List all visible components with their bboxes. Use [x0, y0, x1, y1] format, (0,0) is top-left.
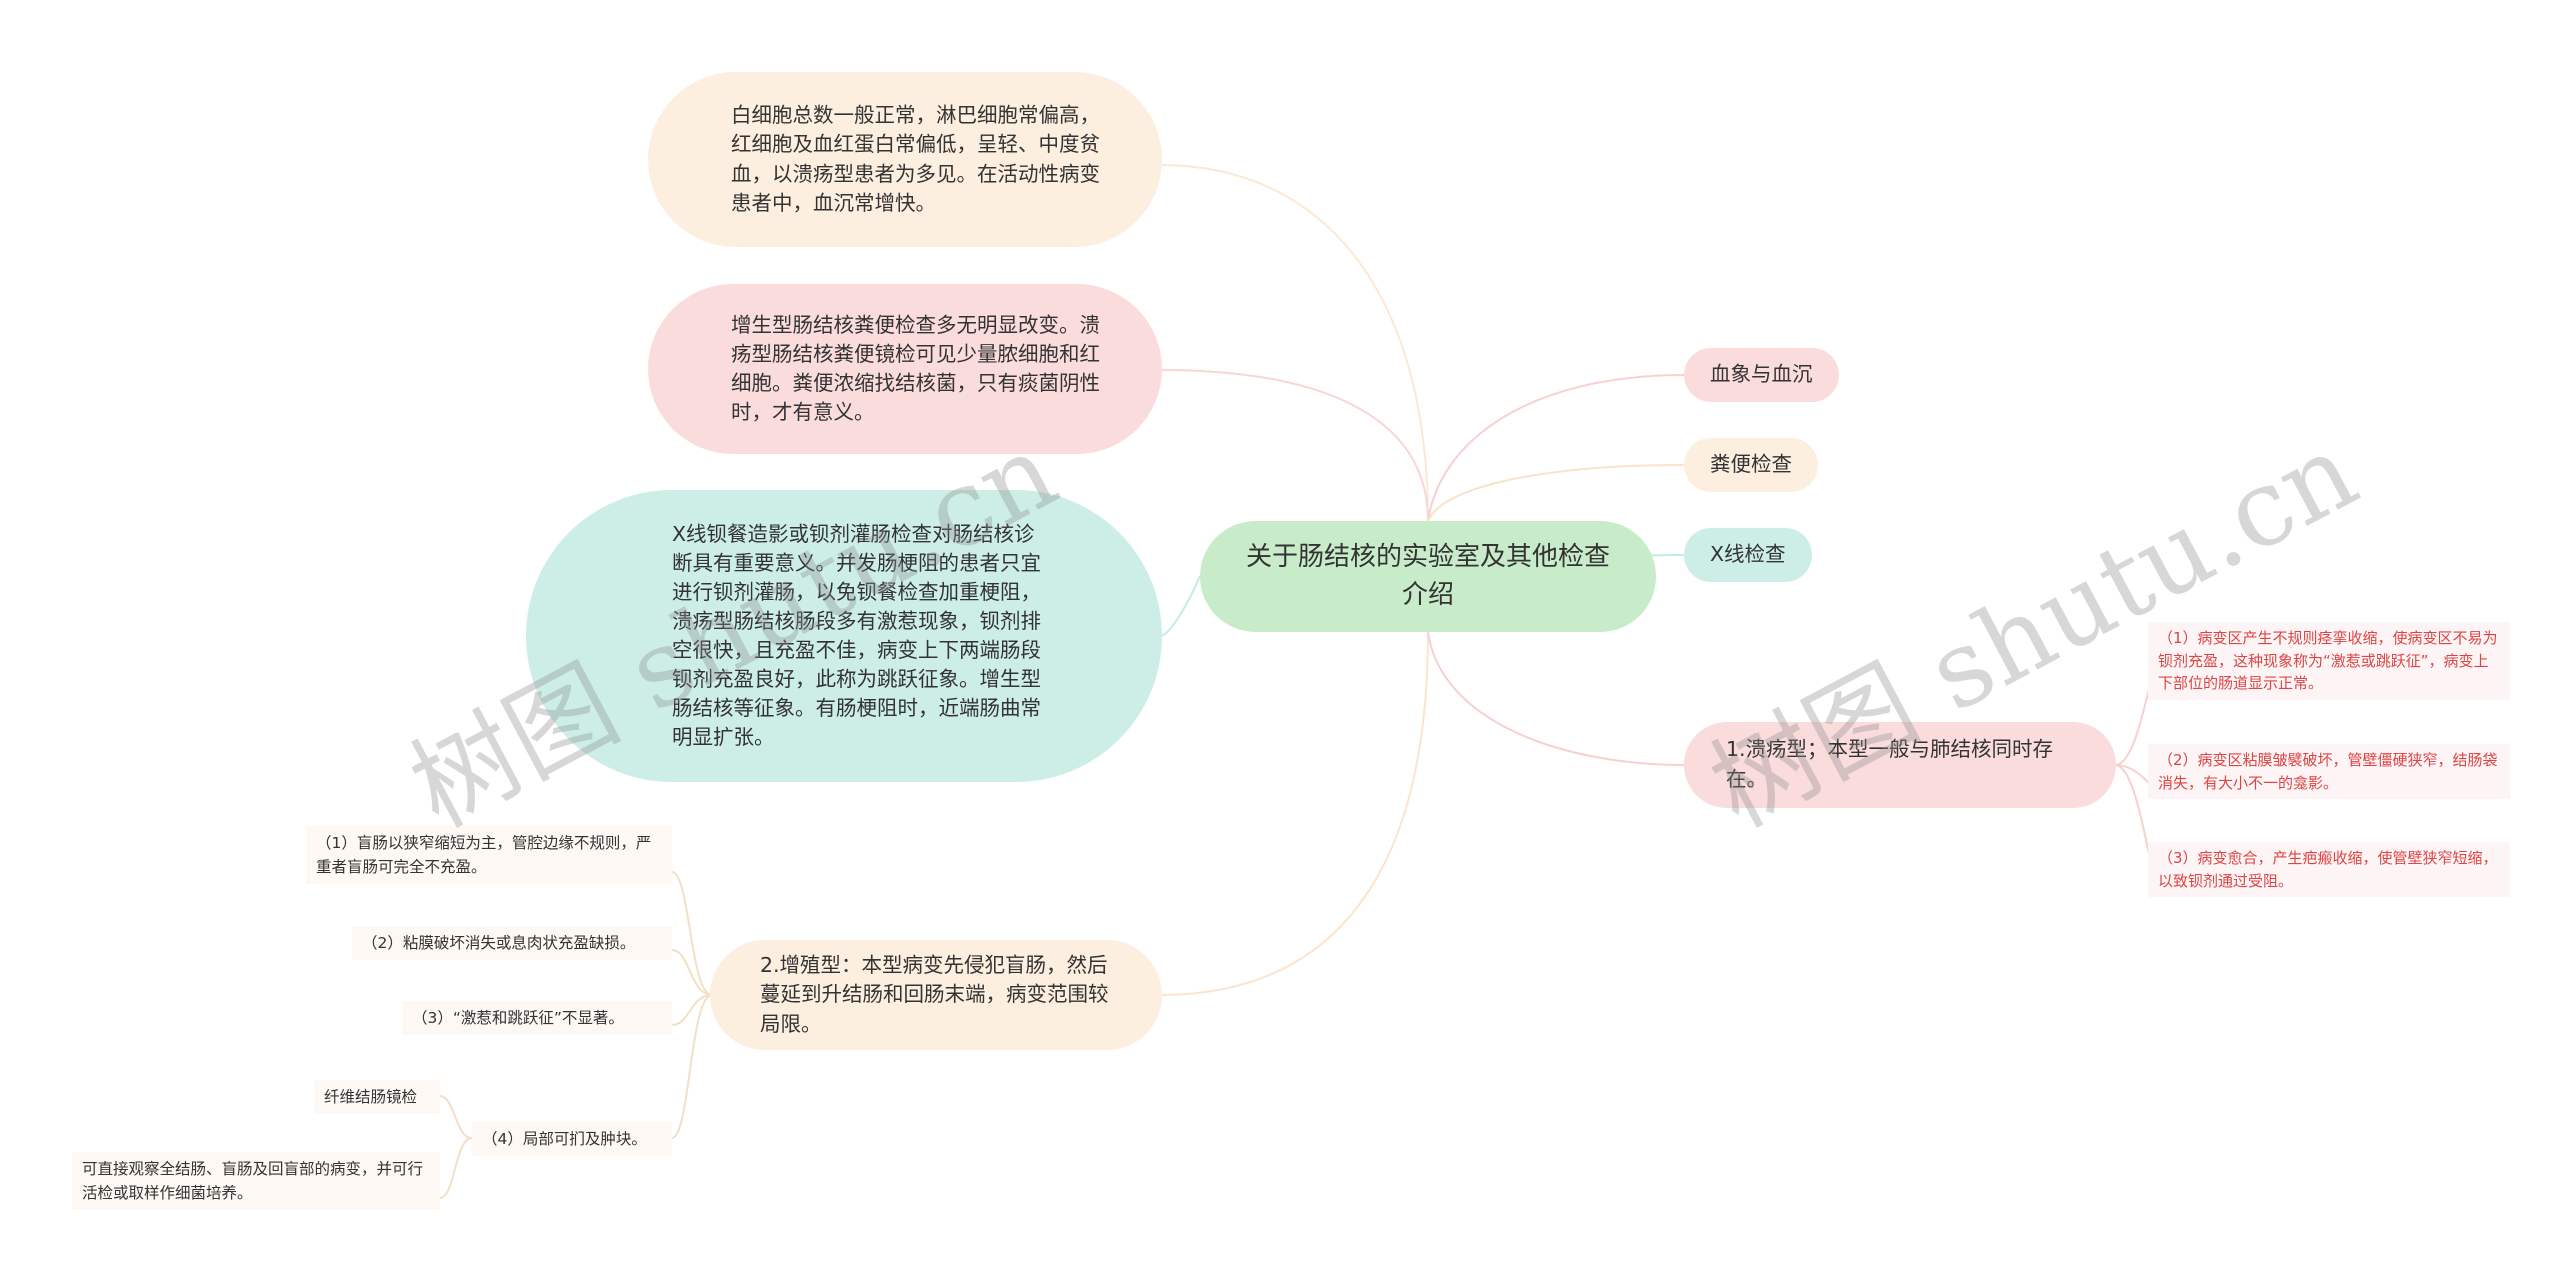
hyper-detail-4-text: （4）局部可扪及肿块。	[482, 1130, 647, 1148]
endoscopy-text-body: 可直接观察全结肠、盲肠及回盲部的病变，并可行活检或取样作细菌培养。	[82, 1160, 424, 1203]
hyper-detail-2-text: （2）粘膜破坏消失或息肉状充盈缺损。	[362, 934, 636, 952]
link-center-stool-label	[1427, 464, 1685, 522]
central-topic[interactable]: 关于肠结核的实验室及其他检查介绍	[1200, 521, 1656, 632]
ulcerative-node[interactable]: 1.溃疡型；本型一般与肺结核同时存在。	[1684, 722, 2116, 808]
link-hyper-d3	[671, 994, 713, 1026]
central-topic-label: 关于肠结核的实验室及其他检查介绍	[1245, 541, 1610, 610]
hyperplastic-node[interactable]: 2.增殖型：本型病变先侵犯盲肠，然后蔓延到升结肠和回肠末端，病变范围较局限。	[710, 940, 1162, 1050]
ulcer-detail-3-text: （3）病变愈合，产生疤瘢收缩，使管壁狭窄短缩，以致钡剂通过受阻。	[2158, 849, 2498, 890]
xray-label-node[interactable]: X线检查	[1684, 528, 1812, 582]
ulcerative-label: 1.溃疡型；本型一般与肺结核同时存在。	[1726, 737, 2054, 791]
hyper-detail-2[interactable]: （2）粘膜破坏消失或息肉状充盈缺损。	[352, 926, 672, 961]
blood-text-node[interactable]: 白细胞总数一般正常，淋巴细胞常偏高，红细胞及血红蛋白常偏低，呈轻、中度贫血，以溃…	[648, 72, 1162, 247]
link-d4-endo-text	[439, 1137, 473, 1199]
link-center-blood-text	[1159, 164, 1429, 522]
hyper-detail-3-text: （3）“激惹和跳跃征”不显著。	[412, 1009, 624, 1027]
ulcer-detail-2[interactable]: （2）病变区粘膜皱襞破坏，管壁僵硬狭窄，结肠袋消失，有大小不一的龛影。	[2148, 744, 2510, 799]
link-hyper-d2	[671, 949, 713, 996]
link-center-hyper	[1159, 631, 1429, 996]
ulcer-detail-2-text: （2）病变区粘膜皱襞破坏，管壁僵硬狭窄，结肠袋消失，有大小不一的龛影。	[2158, 751, 2498, 792]
blood-label: 血象与血沉	[1710, 362, 1813, 387]
endoscopy-text[interactable]: 可直接观察全结肠、盲肠及回盲部的病变，并可行活检或取样作细菌培养。	[72, 1152, 440, 1211]
xray-text: X线钡餐造影或钡剂灌肠检查对肠结核诊断具有重要意义。并发肠梗阻的患者只宜进行钡剂…	[672, 521, 1041, 750]
ulcer-detail-1[interactable]: （1）病变区产生不规则痉挛收缩，使病变区不易为钡剂充盈，这种现象称为“激惹或跳跃…	[2148, 622, 2510, 700]
link-hyper-d1	[671, 871, 713, 996]
endoscopy-title-text: 纤维结肠镜检	[324, 1088, 418, 1106]
xray-text-node[interactable]: X线钡餐造影或钡剂灌肠检查对肠结核诊断具有重要意义。并发肠梗阻的患者只宜进行钡剂…	[526, 490, 1162, 782]
ulcer-detail-1-text: （1）病变区产生不规则痉挛收缩，使病变区不易为钡剂充盈，这种现象称为“激惹或跳跃…	[2158, 629, 2498, 692]
hyper-detail-3[interactable]: （3）“激惹和跳跃征”不显著。	[402, 1001, 672, 1036]
link-center-ulcer	[1427, 631, 1685, 766]
hyper-detail-1[interactable]: （1）盲肠以狭窄缩短为主，管腔边缘不规则，严重者盲肠可完全不充盈。	[306, 826, 672, 885]
stool-text-node[interactable]: 增生型肠结核粪便检查多无明显改变。溃疡型肠结核粪便镜检可见少量脓细胞和红细胞。粪…	[648, 284, 1162, 454]
hyperplastic-label: 2.增殖型：本型病变先侵犯盲肠，然后蔓延到升结肠和回肠末端，病变范围较局限。	[760, 953, 1109, 1036]
hyper-detail-1-text: （1）盲肠以狭窄缩短为主，管腔边缘不规则，严重者盲肠可完全不充盈。	[316, 834, 652, 877]
link-hyper-d4	[671, 994, 713, 1139]
stool-label: 粪便检查	[1710, 452, 1792, 477]
blood-text: 白细胞总数一般正常，淋巴细胞常偏高，红细胞及血红蛋白常偏低，呈轻、中度贫血，以溃…	[731, 103, 1100, 215]
stool-label-node[interactable]: 粪便检查	[1684, 438, 1818, 492]
stool-text: 增生型肠结核粪便检查多无明显改变。溃疡型肠结核粪便镜检可见少量脓细胞和红细胞。粪…	[731, 312, 1100, 425]
ulcer-detail-3[interactable]: （3）病变愈合，产生疤瘢收缩，使管壁狭窄短缩，以致钡剂通过受阻。	[2148, 842, 2510, 897]
link-center-blood-label	[1427, 374, 1685, 522]
xray-label: X线检查	[1710, 542, 1786, 567]
hyper-detail-4[interactable]: （4）局部可扪及肿块。	[472, 1122, 672, 1157]
link-center-stool-text	[1159, 369, 1429, 522]
endoscopy-title[interactable]: 纤维结肠镜检	[314, 1080, 440, 1115]
link-center-xray-text	[1159, 575, 1201, 637]
link-d4-endo-title	[439, 1095, 473, 1139]
blood-label-node[interactable]: 血象与血沉	[1684, 348, 1839, 402]
